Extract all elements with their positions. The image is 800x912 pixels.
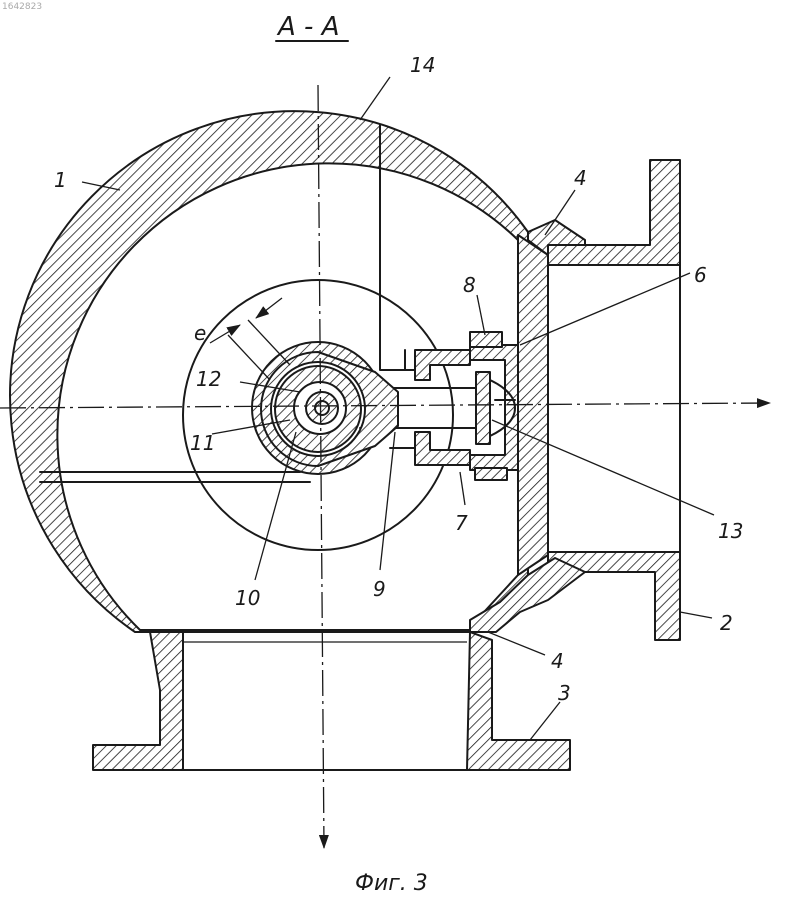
section-title: А - А — [276, 12, 339, 42]
holder-7-lower — [415, 432, 470, 465]
label-10: 10 — [235, 586, 260, 610]
dim-e-line-1 — [228, 335, 270, 380]
label-2: 2 — [720, 611, 733, 635]
label-1: 1 — [54, 168, 67, 192]
dim-e-arrow-2 — [256, 298, 282, 318]
dim-e-label: e — [194, 321, 206, 345]
outlet-branch-top — [548, 160, 680, 265]
bottom-branch-left — [93, 632, 183, 770]
pin-13 — [476, 372, 490, 444]
label-4-lower: 4 — [551, 649, 564, 673]
label-14: 14 — [410, 53, 435, 77]
label-6: 6 — [694, 263, 707, 287]
nut-8-lower — [475, 468, 507, 480]
label-8: 8 — [463, 273, 476, 297]
label-4-upper: 4 — [574, 166, 587, 190]
shaft-10 — [306, 392, 338, 424]
document-stamp: 1642823 — [2, 2, 42, 12]
label-12: 12 — [196, 367, 221, 391]
label-11: 11 — [190, 431, 215, 455]
nut-8 — [470, 332, 502, 347]
dim-e-line-2 — [248, 320, 290, 365]
holder-7 — [415, 350, 470, 380]
figure-caption: Фиг. 3 — [355, 871, 428, 896]
label-13: 13 — [718, 519, 743, 543]
label-7: 7 — [455, 511, 468, 535]
label-9: 9 — [373, 577, 386, 601]
label-3: 3 — [558, 681, 571, 705]
